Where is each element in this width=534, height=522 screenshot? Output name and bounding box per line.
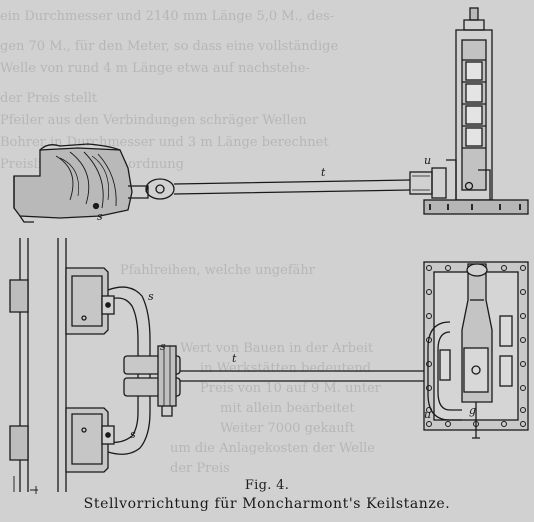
lower-clamp-block [65,407,109,473]
vertical-column [446,7,493,201]
upper-clamp-block [65,267,109,335]
tie-rod-plan [180,370,424,382]
rails [9,238,67,494]
bleed-through-line: Weiter 7000 gekauft [220,421,355,436]
label-s-plan-2: s [130,428,136,441]
label-t-side: t [321,166,326,179]
bleed-through-line: um die Anlagekosten der Welle [170,441,375,456]
label-s-side: s [97,210,103,223]
rail-clamp-body [13,143,149,223]
label-u-side: u [424,154,431,167]
bleed-through-line: der Preis stellt [0,91,98,106]
bleed-through-line: ein Durchmesser und 2140 mm Länge 5,0 M.… [0,9,335,24]
label-s-plan-3: s [160,340,166,353]
base-plate [423,199,529,215]
yoke [101,286,151,455]
tie-rod [145,178,411,200]
bleed-through-line: Pfeiler aus den Verbindungen schräger We… [0,113,307,128]
bleed-through-line: der Preis [170,461,230,476]
side-elevation-view [13,7,529,223]
figure-number: Fig. 4. [244,478,290,493]
adjusting-bracket [409,167,447,199]
bleed-through-line: Wert von Bauen in der Arbeit [180,341,374,356]
clevis [123,345,181,417]
label-u-plan: u [424,408,431,421]
bleed-through-line: gen 70 M., für den Meter, so dass eine v… [0,39,339,54]
label-g-plan: g [469,404,476,417]
base-frame-plan [423,261,529,439]
plan-view [9,238,529,494]
part-labels: t u s t u g s s s [97,154,476,441]
bleed-through-line: mit allein bearbeitet [220,401,355,416]
bleed-through-line: Pfahlreihen, welche ungefähr [120,263,315,278]
label-s-plan-1: s [148,290,154,303]
bleed-through-line: in Werkstätten bedeutend [200,361,372,376]
label-t-plan: t [232,352,237,365]
bleed-through-line: Preis von 10 auf 9 M. unter [200,381,381,396]
figure-caption: Stellvorrichtung für Moncharmont's Keils… [83,496,451,512]
bleed-through-line: Bohrer in Durchmesser und 3 m Länge bere… [0,135,329,150]
bleed-through-line: Welle von rund 4 m Länge etwa auf nachst… [0,61,310,76]
